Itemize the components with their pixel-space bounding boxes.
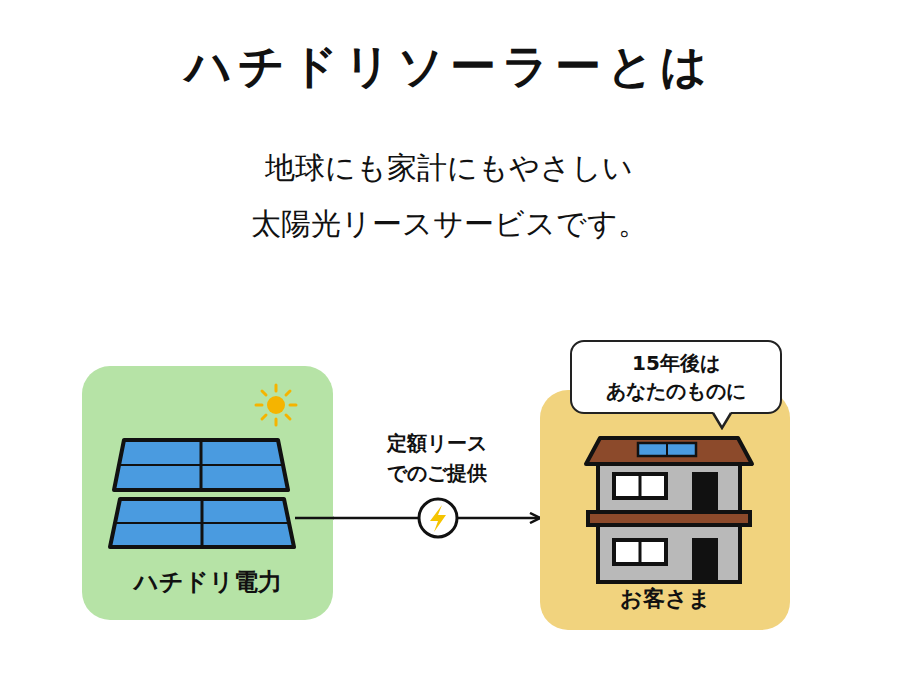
drawing-part xyxy=(115,522,289,524)
drawing-part xyxy=(430,505,446,532)
drawing-part xyxy=(638,443,696,456)
drawing-part xyxy=(286,415,290,419)
bubble-text: 15年後は あなたのものに xyxy=(586,349,766,405)
subtitle: 地球にも家計にもやさしい 太陽光リースサービスです。 xyxy=(229,140,669,252)
drawing-part xyxy=(419,499,457,537)
drawing-part xyxy=(639,540,642,564)
drawing-part xyxy=(114,440,288,490)
edge-label: 定額リース でのご提供 xyxy=(367,428,507,488)
box-name: お客さま xyxy=(540,584,790,614)
drawing-part xyxy=(290,404,296,407)
drawing-part xyxy=(586,438,752,464)
drawing-part xyxy=(588,512,750,525)
drawing-part xyxy=(110,499,294,547)
title: ハチドリソーラーとは xyxy=(0,36,898,98)
drawing-part xyxy=(275,385,278,391)
drawing-part xyxy=(119,464,283,466)
drawing-part xyxy=(614,474,666,498)
drawing-part xyxy=(666,443,668,456)
drawing-part xyxy=(267,396,285,414)
drawing-part xyxy=(713,412,731,428)
drawing-part xyxy=(692,472,718,512)
drawing-part xyxy=(713,413,731,428)
speech-bubble: 15年後は あなたのものに xyxy=(570,340,782,414)
drawing-part xyxy=(275,419,278,425)
drawing-part xyxy=(692,538,718,582)
drawing-part xyxy=(639,474,642,498)
drawing-part xyxy=(262,415,266,419)
drawing-part xyxy=(256,385,296,425)
drawing-part xyxy=(256,404,262,407)
drawing-part xyxy=(286,391,290,395)
bubble-tail xyxy=(712,412,736,430)
box-name: ハチドリ電力 xyxy=(82,566,333,598)
drawing-part xyxy=(614,540,666,564)
drawing-part xyxy=(295,517,334,520)
drawing-part xyxy=(262,391,266,395)
